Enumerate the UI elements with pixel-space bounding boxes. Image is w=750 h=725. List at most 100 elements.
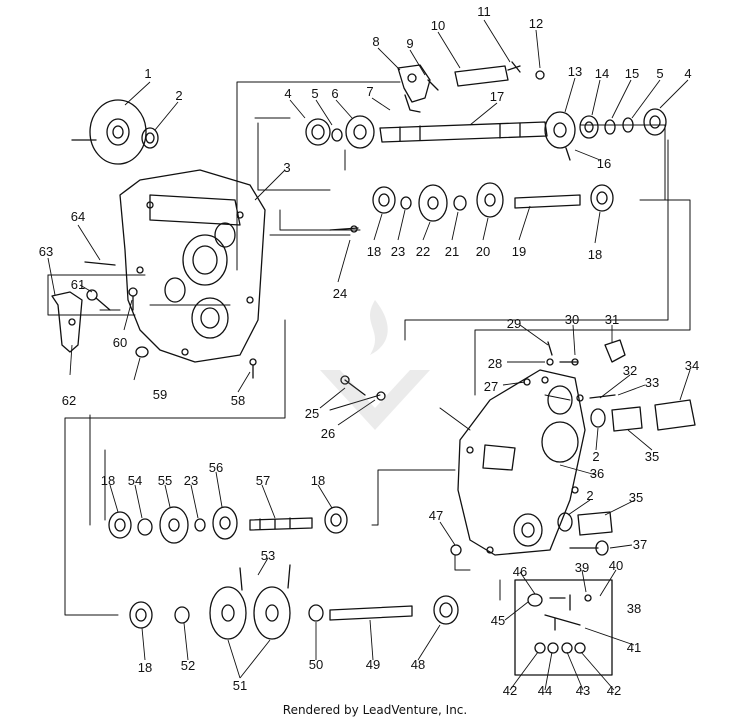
seal-part-2 — [141, 127, 159, 149]
screw-part-32 — [576, 394, 584, 402]
callout-label: 9 — [406, 36, 413, 51]
callout-label: 23 — [184, 473, 198, 488]
callout-label: 18 — [101, 473, 115, 488]
bearing-part-18-c — [108, 511, 132, 539]
spring-part-29 — [547, 341, 553, 356]
callout-label: 37 — [633, 537, 647, 552]
callout-label: 60 — [113, 335, 127, 350]
leader-lines — [47, 19, 691, 691]
callout-label: 63 — [39, 244, 53, 259]
shaft-part-57 — [249, 517, 313, 531]
pin-part-16 — [565, 147, 571, 161]
callout-label: 56 — [209, 460, 223, 475]
gear-part-56 — [212, 506, 238, 540]
callout-label: 55 — [158, 473, 172, 488]
callout-label: 29 — [507, 316, 521, 331]
shifter-kit-part-38 — [514, 579, 613, 676]
pulley-part-1 — [71, 99, 147, 165]
callout-label: 2 — [592, 449, 599, 464]
bearing-part-18-d — [324, 506, 348, 534]
gear-part-13 — [544, 111, 576, 149]
assembly-guide-lines — [47, 81, 691, 616]
callout-label: 18 — [311, 473, 325, 488]
callout-label: 42 — [607, 683, 621, 698]
footer-credit: Rendered by LeadVenture, Inc. — [282, 703, 468, 717]
gear-part-51-b — [253, 586, 291, 640]
callout-label: 54 — [128, 473, 142, 488]
bolt-part-25 — [340, 375, 366, 396]
callout-label: 11 — [477, 4, 491, 19]
sleeve-part-35-b — [577, 511, 613, 536]
callout-label: 64 — [71, 209, 85, 224]
callout-label: 18 — [367, 244, 381, 259]
callout-label: 6 — [331, 86, 338, 101]
callout-label: 38 — [627, 601, 641, 616]
detent-part-9 — [427, 79, 439, 91]
callout-label: 4 — [684, 66, 691, 81]
ball-part-28 — [546, 358, 554, 366]
bushing-part-54 — [137, 518, 153, 536]
callout-label: 53 — [261, 548, 275, 563]
callout-label: 57 — [256, 473, 270, 488]
shaft-part-19 — [514, 194, 581, 209]
callout-label: 31 — [605, 312, 619, 327]
bearing-part-48 — [433, 595, 459, 625]
callout-label: 2 — [586, 488, 593, 503]
bushing-part-21 — [453, 195, 467, 211]
screw-part-30 — [559, 358, 579, 366]
callout-label: 24 — [333, 286, 347, 301]
callout-label: 45 — [491, 613, 505, 628]
plug-part-47 — [450, 544, 462, 556]
axle-part-34 — [654, 399, 696, 431]
main-shaft-part-17 — [379, 121, 548, 143]
breather-part-31 — [604, 339, 626, 363]
sleeve-part-35-a — [611, 406, 643, 432]
gear-part-20 — [476, 182, 504, 218]
nut-part-26 — [376, 391, 386, 401]
callout-label: 52 — [181, 658, 195, 673]
callout-label: 27 — [484, 379, 498, 394]
callout-label: 39 — [575, 560, 589, 575]
callout-label: 2 — [175, 88, 182, 103]
callout-label: 22 — [416, 244, 430, 259]
callout-label: 13 — [568, 64, 582, 79]
callout-label: 10 — [431, 18, 445, 33]
callout-label: 15 — [625, 66, 639, 81]
handle-part-11 — [507, 61, 521, 73]
bearing-part-14 — [579, 115, 599, 139]
callout-label: 1 — [144, 66, 151, 81]
bolt-part-61 — [86, 289, 111, 311]
callout-label: 62 — [62, 393, 76, 408]
callout-label: 42 — [503, 683, 517, 698]
callout-label: 33 — [645, 375, 659, 390]
callout-label: 51 — [233, 678, 247, 693]
callout-label: 48 — [411, 657, 425, 672]
washer-part-23-b — [194, 518, 206, 532]
seal-part-2-right-b — [557, 512, 573, 532]
callout-label: 46 — [513, 564, 527, 579]
bearing-part-18-e — [129, 601, 153, 629]
callout-label: 43 — [576, 683, 590, 698]
left-housing-part-3 — [119, 169, 266, 363]
shaft-part-49 — [329, 605, 413, 621]
callout-label: 32 — [623, 363, 637, 378]
washer-part-5-right — [622, 117, 634, 133]
seal-part-2-right-a — [590, 408, 606, 428]
callout-label: 5 — [656, 66, 663, 81]
gear-part-22 — [418, 184, 448, 222]
callout-label: 16 — [597, 156, 611, 171]
washer-part-5-left — [331, 128, 343, 142]
callout-label: 19 — [512, 244, 526, 259]
bolt-part-60 — [128, 287, 138, 311]
callout-label: 35 — [645, 449, 659, 464]
chain-part-53 — [239, 564, 291, 591]
pin-part-64 — [84, 261, 116, 266]
shifter-shaft-part-10 — [454, 65, 509, 87]
callout-label: 59 — [153, 387, 167, 402]
shift-fork-part-8 — [397, 64, 431, 103]
gear-part-51-a — [209, 586, 247, 640]
callout-label: 18 — [588, 247, 602, 262]
callout-label: 61 — [71, 277, 85, 292]
leadventure-watermark-logo — [320, 300, 430, 430]
